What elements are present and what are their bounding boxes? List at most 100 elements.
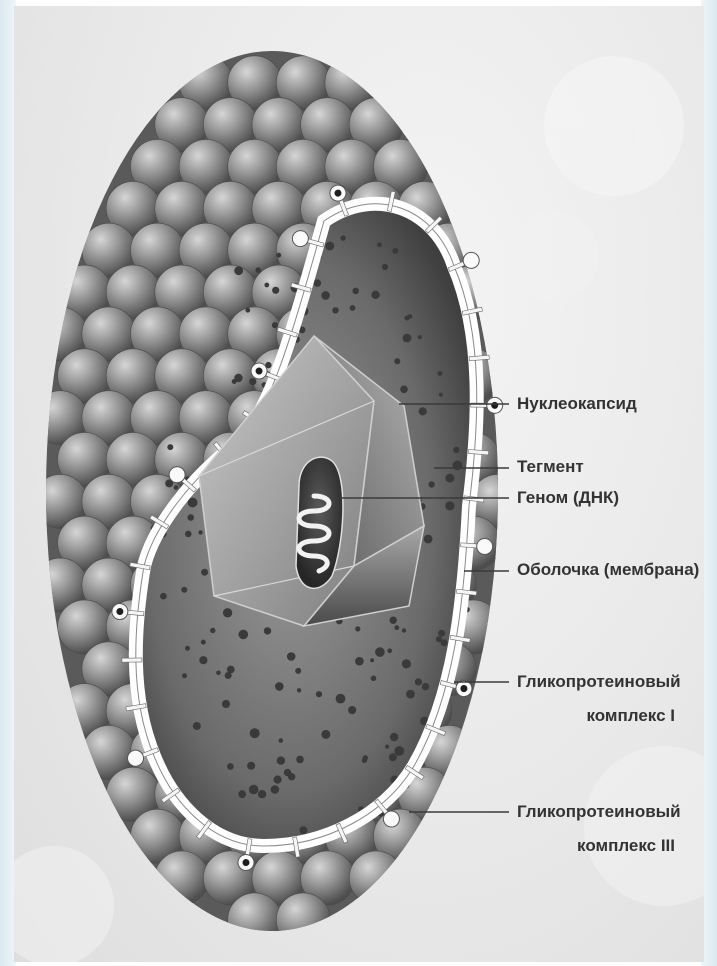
tegument-dot bbox=[392, 248, 398, 254]
tegument-dot bbox=[438, 630, 445, 637]
tegument-dot bbox=[277, 756, 285, 764]
tegument-dot bbox=[336, 694, 346, 704]
tegument-dot bbox=[437, 371, 442, 376]
tegument-dot bbox=[387, 648, 392, 653]
tegument-dot bbox=[297, 688, 301, 692]
tegument-dot bbox=[445, 474, 454, 483]
tegument-dot bbox=[287, 652, 296, 661]
tegument-dot bbox=[350, 305, 356, 311]
tegument-dot bbox=[160, 593, 167, 600]
tegument-dot bbox=[245, 308, 250, 313]
glycoprotein-sphere bbox=[349, 851, 403, 905]
membrane-spike bbox=[122, 658, 142, 662]
tegument-dot bbox=[436, 636, 442, 642]
label-envelope: Оболочка (мембрана) bbox=[517, 559, 699, 581]
tegument-dot bbox=[371, 676, 377, 682]
tegument-dot bbox=[167, 444, 173, 450]
tegument-dot bbox=[445, 501, 454, 510]
tegument-dot bbox=[314, 279, 322, 287]
tegument-dot bbox=[234, 266, 243, 275]
tegument-dot bbox=[201, 569, 208, 576]
tegument-dot bbox=[394, 625, 399, 630]
tegument-dot bbox=[316, 691, 322, 697]
tegument-dot bbox=[371, 291, 379, 299]
tegument-dot bbox=[402, 628, 406, 632]
tegument-dot bbox=[216, 671, 221, 676]
tegument-dot bbox=[232, 379, 237, 384]
glycoprotein-sphere bbox=[228, 893, 282, 947]
tegument-dot bbox=[249, 378, 256, 385]
tegument-dot bbox=[415, 678, 422, 685]
tegument-dot bbox=[419, 407, 427, 415]
tegument-dot bbox=[255, 267, 261, 273]
tegument-dot bbox=[239, 630, 249, 640]
tegument-dot bbox=[325, 242, 334, 251]
tegument-dot bbox=[403, 334, 412, 343]
tegument-dot bbox=[422, 683, 429, 690]
tegument-dot bbox=[418, 335, 422, 339]
tegument-dot bbox=[340, 235, 345, 240]
tegument-dot bbox=[182, 673, 187, 678]
virion-illustration: Нуклеокапсид Тегмент Геном (ДНК) Оболочк… bbox=[14, 6, 704, 962]
tegument-dot bbox=[299, 826, 307, 834]
tegument-dot bbox=[279, 738, 284, 743]
tegument-dot bbox=[288, 773, 295, 780]
tegument-dot bbox=[377, 242, 382, 247]
tegument-dot bbox=[355, 626, 360, 631]
tegument-dot bbox=[400, 386, 408, 394]
tegument-dot bbox=[272, 322, 278, 328]
tegument-dot bbox=[394, 358, 400, 364]
tegument-dot bbox=[352, 288, 359, 295]
tegument-dot bbox=[355, 657, 364, 666]
tegument-dot bbox=[238, 790, 246, 798]
tegument-dot bbox=[185, 531, 192, 538]
tegument-dot bbox=[362, 758, 367, 763]
tegument-dot bbox=[223, 608, 232, 617]
tegument-dot bbox=[428, 481, 434, 487]
tegument-dot bbox=[274, 776, 282, 784]
label-tegument: Тегмент bbox=[517, 456, 584, 478]
tegument-dot bbox=[276, 253, 281, 258]
tegument-dot bbox=[406, 690, 415, 699]
tegument-dot bbox=[185, 646, 190, 651]
tegument-dot bbox=[321, 291, 330, 300]
tegument-dot bbox=[210, 628, 215, 633]
tegument-dot bbox=[275, 682, 284, 691]
tegument-dot bbox=[370, 658, 374, 662]
tegument-dot bbox=[439, 393, 443, 397]
label-glyco3-line1: Гликопротеиновый bbox=[517, 801, 681, 823]
tegument-dot bbox=[390, 733, 398, 741]
tegument-dot bbox=[385, 745, 389, 749]
tegument-dot bbox=[198, 530, 202, 534]
tegument-dot bbox=[295, 668, 301, 674]
tegument-dot bbox=[247, 762, 255, 770]
tegument-dot bbox=[408, 314, 413, 319]
tegument-dot bbox=[375, 647, 385, 657]
tegument-dot bbox=[181, 587, 187, 593]
tegument-dot bbox=[264, 283, 269, 288]
tegument-dot bbox=[201, 640, 206, 645]
tegument-dot bbox=[453, 447, 459, 453]
tegument-dot bbox=[296, 756, 304, 764]
tegument-dot bbox=[174, 485, 179, 490]
tegument-dot bbox=[394, 746, 404, 756]
tegument-dot bbox=[193, 722, 201, 730]
glycoprotein-sphere bbox=[155, 851, 209, 905]
tegument-dot bbox=[272, 287, 279, 294]
tegument-dot bbox=[250, 728, 260, 738]
tegument-dot bbox=[382, 264, 388, 270]
label-glyco3-line2: комплекс III bbox=[517, 835, 675, 857]
tegument-dot bbox=[424, 535, 433, 544]
label-glyco1-line1: Гликопротеиновый bbox=[517, 671, 681, 693]
tegument-dot bbox=[227, 763, 234, 770]
tegument-dot bbox=[390, 617, 397, 624]
tegument-dot bbox=[271, 785, 280, 794]
tegument-dot bbox=[348, 706, 356, 714]
tegument-dot bbox=[258, 790, 266, 798]
label-nucleocapsid: Нуклеокапсид bbox=[517, 393, 637, 415]
tegument-dot bbox=[187, 514, 194, 521]
tegument-dot bbox=[389, 753, 397, 761]
tegument-dot bbox=[222, 700, 230, 708]
tegument-dot bbox=[227, 666, 235, 674]
